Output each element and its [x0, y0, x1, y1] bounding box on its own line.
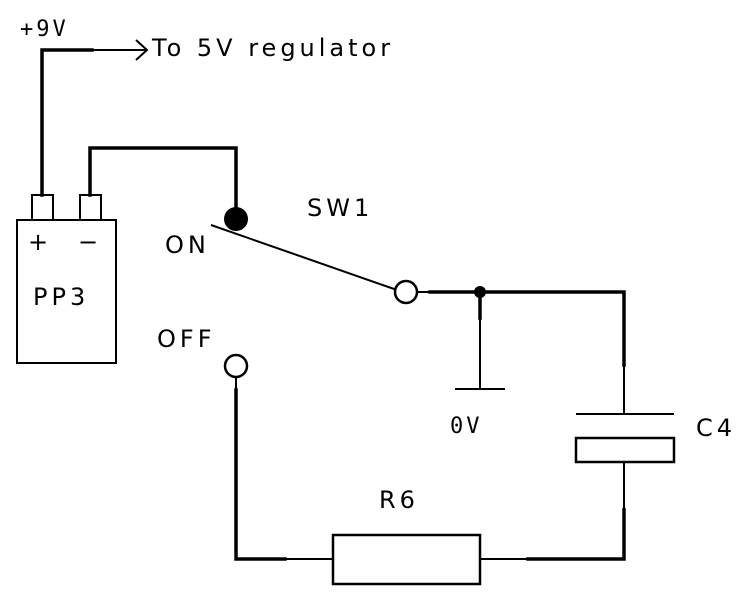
- switch-lever: [210, 224, 398, 291]
- switch-off-label: OFF: [157, 325, 216, 353]
- supply-label: +9V: [20, 17, 69, 42]
- regulator-label: To 5V regulator: [151, 34, 394, 62]
- battery-symbol: [16, 194, 117, 364]
- switch-off-terminal: [223, 353, 249, 379]
- switch-on-label: ON: [165, 231, 210, 259]
- battery-plus-label: +: [28, 228, 52, 256]
- battery-label: PP3: [33, 283, 89, 311]
- resistor-label: R6: [379, 486, 419, 514]
- switch-label: SW1: [307, 194, 373, 222]
- ground-label: 0V: [450, 414, 483, 439]
- top-right-wire: [428, 290, 626, 367]
- battery-minus-label: −: [78, 228, 102, 256]
- supply-wire: [40, 39, 149, 197]
- switch-common-terminal: [224, 207, 248, 231]
- bottom-right-wire: [526, 508, 626, 561]
- resistor-body: [331, 533, 482, 586]
- switch-on-terminal: [393, 279, 419, 305]
- capacitor-label: C4: [696, 414, 736, 442]
- negative-wire: [88, 146, 238, 212]
- bottom-left-wire: [234, 388, 287, 561]
- capacitor-body: [574, 436, 676, 464]
